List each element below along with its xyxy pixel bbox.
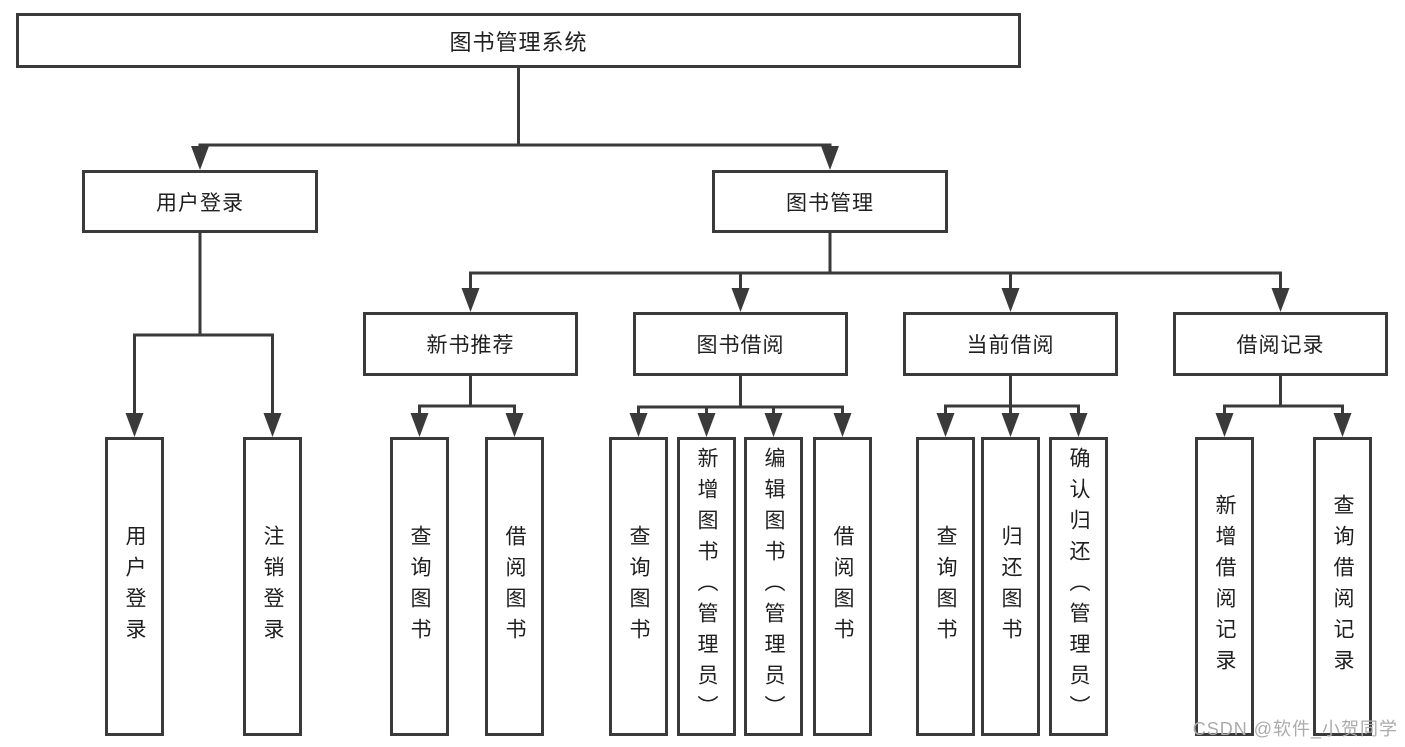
leaf-logout-label: 注销登录 bbox=[261, 524, 285, 649]
arrowhead bbox=[461, 288, 480, 312]
node-book-management: 图书管理 bbox=[712, 170, 948, 233]
leaf-recommend-query-books-label: 查询图书 bbox=[408, 524, 432, 649]
leaf-current-return-books: 归还图书 bbox=[981, 437, 1040, 736]
arrowhead bbox=[764, 413, 783, 437]
leaf-current-return-books-label: 归还图书 bbox=[999, 524, 1023, 649]
arrowhead bbox=[1069, 413, 1088, 437]
node-new-book-recommend-label: 新书推荐 bbox=[426, 334, 515, 357]
arrowhead bbox=[191, 146, 209, 170]
leaf-current-confirm-return-admin: 确认归还（管理员） bbox=[1049, 437, 1108, 736]
connector-recommend-to-leaves bbox=[410, 375, 524, 437]
arrowhead bbox=[936, 413, 955, 437]
arrowhead bbox=[833, 413, 852, 437]
arrowhead bbox=[1215, 413, 1234, 437]
node-current-borrow-label: 当前借阅 bbox=[966, 334, 1055, 357]
leaf-borrow-borrow-books-label: 借阅图书 bbox=[831, 524, 855, 649]
leaf-borrow-edit-books-admin-label: 编辑图书（管理员） bbox=[762, 447, 786, 726]
csdn-watermark: CSDN @软件_小贺同学 bbox=[1192, 719, 1398, 739]
arrowhead bbox=[505, 413, 524, 437]
node-root-label: 图书管理系统 bbox=[449, 29, 588, 55]
connector-login-to-leaves bbox=[125, 231, 282, 437]
arrowhead bbox=[821, 146, 839, 170]
arrowhead bbox=[697, 413, 716, 437]
node-user-login: 用户登录 bbox=[82, 170, 318, 233]
leaf-recommend-borrow-books-label: 借阅图书 bbox=[503, 524, 527, 649]
leaf-recommend-borrow-books: 借阅图书 bbox=[485, 437, 544, 736]
leaf-borrow-add-books-admin-label: 新增图书（管理员） bbox=[695, 447, 719, 726]
arrowhead bbox=[1333, 413, 1352, 437]
node-book-management-label: 图书管理 bbox=[786, 191, 874, 215]
node-book-borrow-label: 图书借阅 bbox=[696, 334, 785, 357]
leaf-logout: 注销登录 bbox=[243, 437, 302, 736]
leaf-user-login: 用户登录 bbox=[105, 437, 164, 736]
leaf-borrow-query-books: 查询图书 bbox=[609, 437, 668, 736]
leaf-borrow-borrow-books: 借阅图书 bbox=[813, 437, 872, 736]
node-user-login-label: 用户登录 bbox=[156, 191, 244, 215]
node-new-book-recommend: 新书推荐 bbox=[363, 312, 578, 376]
connector-current-to-leaves bbox=[936, 375, 1088, 437]
leaf-records-query-record-label: 查询借阅记录 bbox=[1331, 493, 1355, 680]
leaf-current-confirm-return-admin-label: 确认归还（管理员） bbox=[1067, 447, 1091, 726]
node-book-borrow: 图书借阅 bbox=[633, 312, 848, 376]
arrowhead bbox=[263, 413, 282, 437]
leaf-borrow-edit-books-admin: 编辑图书（管理员） bbox=[744, 437, 803, 736]
leaf-recommend-query-books: 查询图书 bbox=[390, 437, 449, 736]
arrowhead bbox=[1001, 288, 1020, 312]
node-root-system: 图书管理系统 bbox=[16, 13, 1021, 68]
leaf-borrow-add-books-admin: 新增图书（管理员） bbox=[677, 437, 736, 736]
leaf-records-add-record: 新增借阅记录 bbox=[1195, 437, 1254, 736]
arrowhead bbox=[629, 413, 648, 437]
arrowhead bbox=[125, 413, 144, 437]
leaf-current-query-books-label: 查询图书 bbox=[934, 524, 958, 649]
leaf-records-query-record: 查询借阅记录 bbox=[1313, 437, 1372, 736]
arrowhead bbox=[1271, 288, 1290, 312]
leaf-borrow-query-books-label: 查询图书 bbox=[627, 524, 651, 649]
node-borrow-records-label: 借阅记录 bbox=[1236, 334, 1325, 357]
arrowhead bbox=[1001, 413, 1020, 437]
arrowhead bbox=[731, 288, 750, 312]
connector-root-to-level2 bbox=[191, 66, 839, 170]
node-current-borrow: 当前借阅 bbox=[903, 312, 1118, 376]
connector-borrow-to-leaves bbox=[629, 375, 852, 437]
connector-management-to-level3 bbox=[461, 231, 1290, 312]
leaf-records-add-record-label: 新增借阅记录 bbox=[1213, 493, 1237, 680]
arrowhead bbox=[410, 413, 429, 437]
leaf-user-login-label: 用户登录 bbox=[123, 524, 147, 649]
node-borrow-records: 借阅记录 bbox=[1173, 312, 1388, 376]
connector-records-to-leaves bbox=[1215, 375, 1352, 437]
leaf-current-query-books: 查询图书 bbox=[916, 437, 975, 736]
